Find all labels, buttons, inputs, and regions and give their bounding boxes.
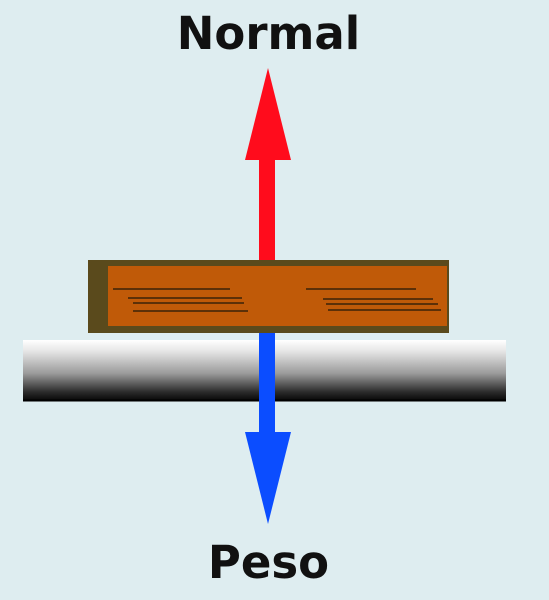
arrow-down-icon bbox=[245, 300, 291, 524]
book-page-lines bbox=[113, 288, 441, 312]
normal-force-label: Normal bbox=[176, 7, 361, 60]
book-icon bbox=[88, 260, 449, 333]
arrow-up-icon bbox=[245, 68, 291, 260]
weight-force-label: Peso bbox=[207, 536, 330, 589]
